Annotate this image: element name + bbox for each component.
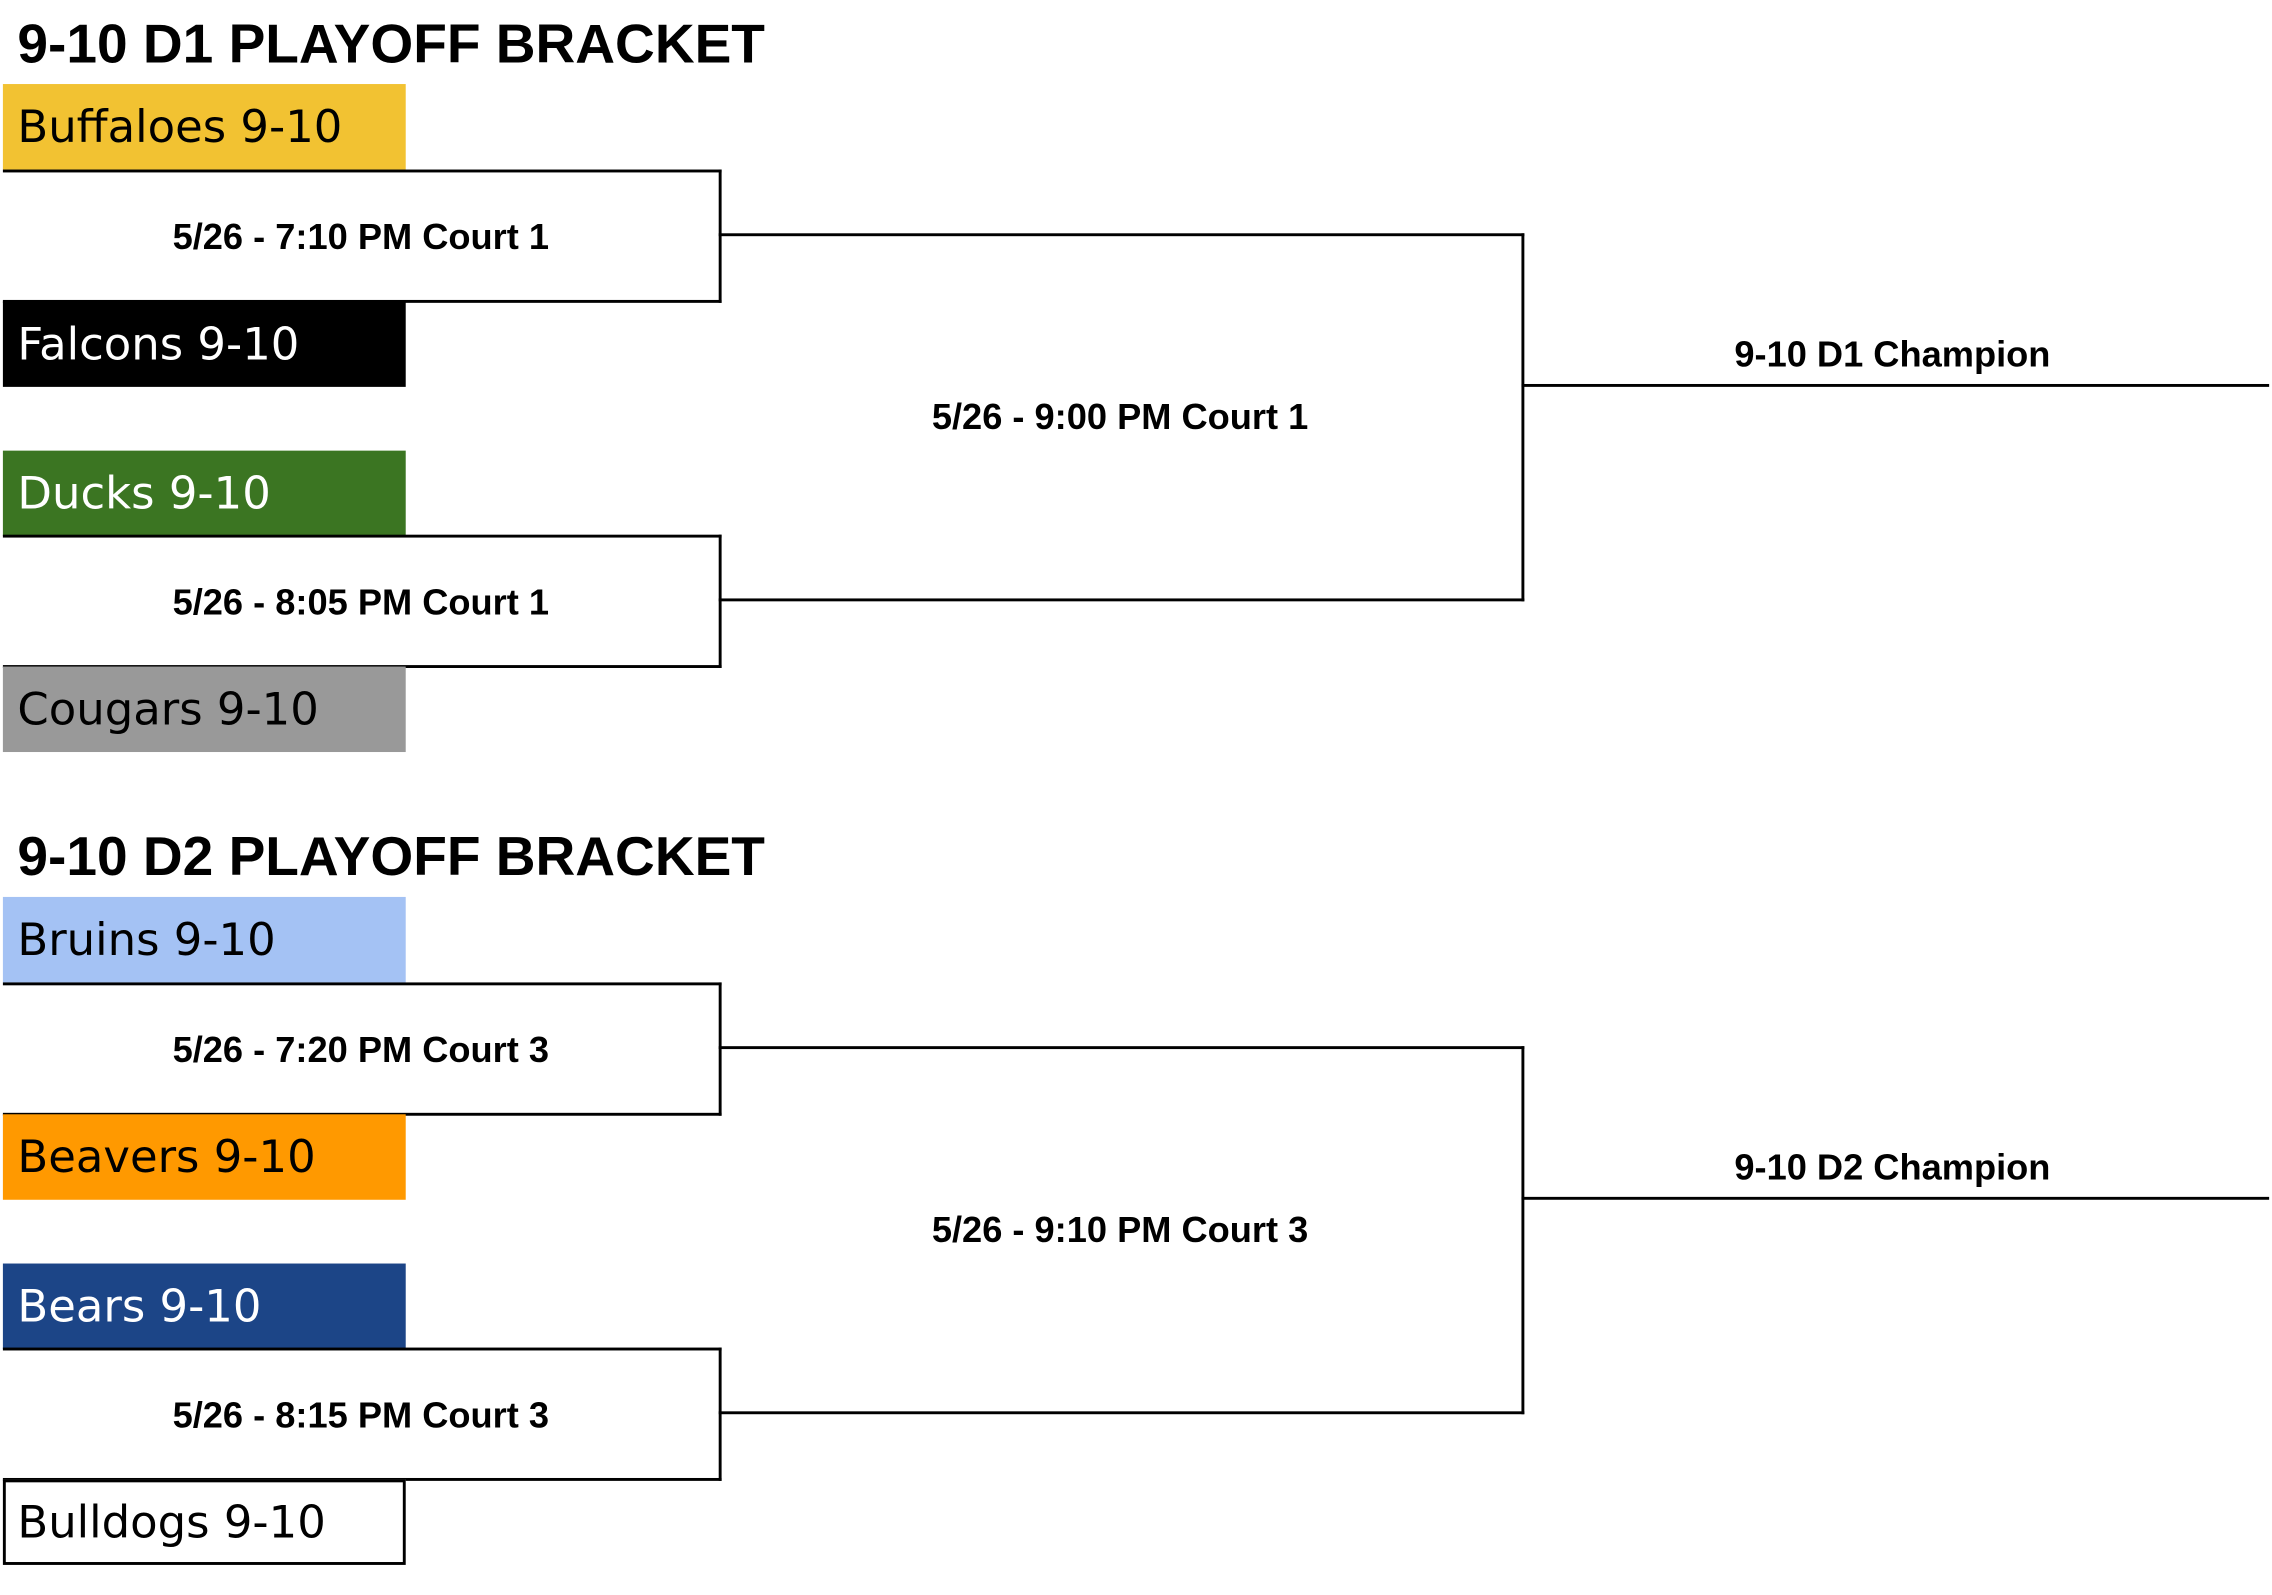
team-slot-bears: Bears 9-10: [2, 1263, 406, 1350]
champion-line: [1521, 1196, 2270, 1200]
team-slot-beavers: Beavers 9-10: [2, 1114, 406, 1200]
game-time-label: 5/26 - 8:05 PM Court 1: [172, 582, 550, 624]
connector-semi1-to-final: [718, 233, 1525, 237]
bracket-d1: 9-10 D1 PLAYOFF BRACKET Buffaloes 9-10 5…: [0, 0, 2272, 782]
semifinal-game-2: 5/26 - 8:05 PM Court 1: [2, 534, 722, 668]
team-slot-falcons: Falcons 9-10: [2, 301, 406, 387]
semifinal-game-2: 5/26 - 8:15 PM Court 3: [2, 1347, 722, 1481]
semifinal-game-1: 5/26 - 7:20 PM Court 3: [2, 982, 722, 1116]
bracket-title: 9-10 D1 PLAYOFF BRACKET: [17, 14, 765, 76]
team-slot-cougars: Cougars 9-10: [2, 666, 406, 753]
team-slot-bulldogs: Bulldogs 9-10: [2, 1479, 406, 1565]
team-slot-buffaloes: Buffaloes 9-10: [2, 84, 406, 170]
final-game-label: 5/26 - 9:10 PM Court 3: [931, 1209, 1309, 1251]
game-time-label: 5/26 - 8:15 PM Court 3: [172, 1395, 550, 1436]
bracket-title: 9-10 D2 PLAYOFF BRACKET: [17, 827, 765, 889]
connector-semi1-to-final: [718, 1046, 1525, 1050]
final-game-bracket-line: [1521, 233, 1525, 602]
connector-semi2-to-final: [718, 1411, 1525, 1415]
game-time-label: 5/26 - 7:20 PM Court 3: [172, 1030, 550, 1071]
final-game-label: 5/26 - 9:00 PM Court 1: [931, 397, 1309, 438]
connector-semi2-to-final: [718, 598, 1525, 602]
game-time-label: 5/26 - 7:10 PM Court 1: [172, 217, 550, 258]
semifinal-game-1: 5/26 - 7:10 PM Court 1: [2, 169, 722, 303]
team-slot-ducks: Ducks 9-10: [2, 450, 406, 537]
final-game-bracket-line: [1521, 1046, 1525, 1415]
champion-line: [1521, 383, 2270, 387]
champion-label: 9-10 D2 Champion: [1734, 1147, 2051, 1189]
bracket-d2: 9-10 D2 PLAYOFF BRACKET Bruins 9-10 5/26…: [0, 813, 2272, 1595]
team-slot-bruins: Bruins 9-10: [2, 896, 406, 983]
champion-label: 9-10 D1 Champion: [1734, 334, 2051, 376]
